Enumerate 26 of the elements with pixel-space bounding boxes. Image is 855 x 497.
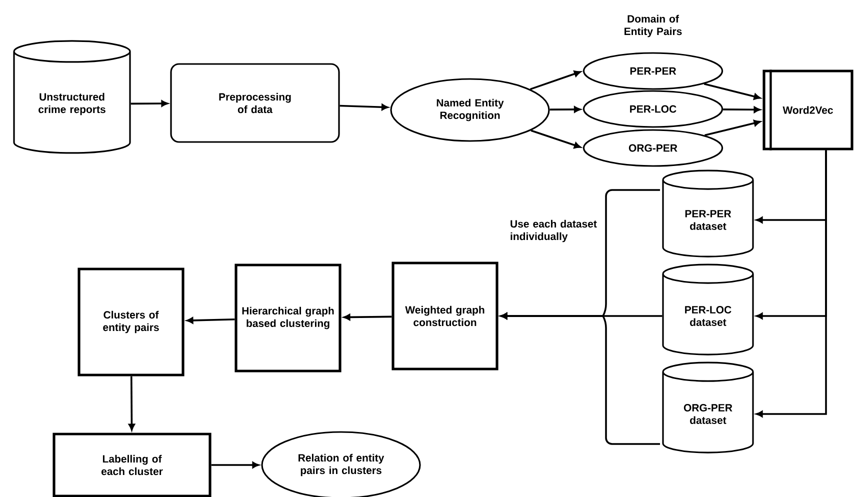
process-box: Preprocessing of data [170, 63, 340, 143]
annotation-text: Domain of Entity Pairs [624, 14, 682, 38]
process-box: Labelling of each cluster [52, 432, 212, 497]
arrow [704, 82, 761, 100]
annotation-text: Use each dataset individually [510, 220, 597, 242]
process-box: Word2Vec [762, 70, 854, 150]
arrow [704, 120, 761, 136]
database-cylinder: Unstructured crime reports [13, 40, 131, 154]
arrow [550, 106, 581, 113]
arrow [723, 106, 760, 113]
process-box: Hierarchical graph based clustering [234, 264, 342, 372]
process-box: Weighted graph construction [392, 262, 498, 370]
arrow [340, 104, 388, 110]
arrow [344, 314, 392, 320]
arrow [530, 70, 581, 90]
process-box: Clusters of entity pairs [78, 268, 184, 376]
arrow [186, 317, 235, 324]
arrow [530, 130, 581, 148]
arrow [211, 462, 259, 468]
dataset-cylinder: ORG-PER dataset [662, 362, 754, 454]
arrow [756, 150, 827, 418]
arrow [130, 100, 168, 107]
dataset-cylinder: PER-PER dataset [662, 170, 754, 258]
arrow [128, 376, 135, 430]
arrow [500, 312, 660, 445]
dataset-cylinder: PER-LOC dataset [662, 264, 754, 356]
